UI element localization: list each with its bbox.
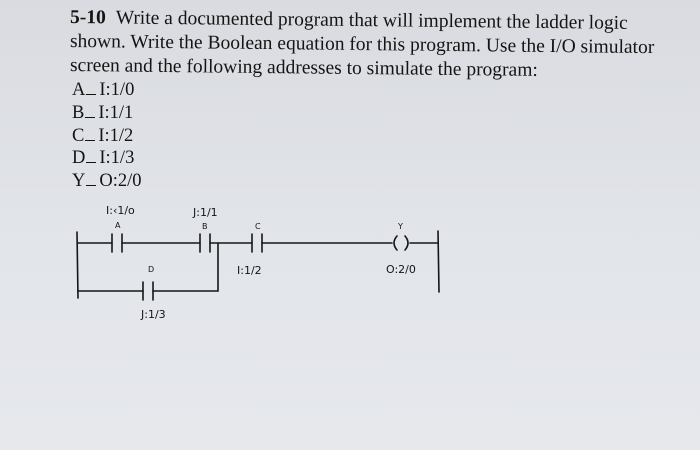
coil-y-label: Y — [397, 222, 403, 231]
coil-y-symbol — [393, 235, 409, 251]
contact-c-label: C — [255, 222, 261, 231]
address-value: O:2/0 — [99, 171, 142, 192]
contact-d-label: D — [148, 265, 154, 274]
contact-a-label: A — [115, 221, 121, 230]
contact-a-symbol — [111, 233, 123, 253]
contact-c-address: I:1/2 — [237, 264, 262, 277]
contact-b-label: B — [202, 222, 208, 231]
branch-wire — [77, 242, 219, 292]
address-value: I:1/3 — [99, 148, 135, 169]
left-power-rail — [76, 231, 79, 299]
right-power-rail — [437, 230, 440, 293]
contact-b-symbol — [199, 233, 211, 253]
contact-d-symbol — [142, 281, 154, 301]
address-value: I:1/2 — [98, 125, 134, 146]
contact-c-symbol — [251, 233, 263, 253]
address-value: I:1/1 — [98, 102, 134, 123]
address-value: I:1/0 — [99, 80, 135, 100]
coil-y-address: O:2/0 — [386, 263, 416, 276]
contact-a-address: I:‹1/o — [106, 204, 135, 217]
contact-b-address: J:1/1 — [192, 206, 218, 219]
contact-d-address: J:1/3 — [140, 308, 166, 321]
